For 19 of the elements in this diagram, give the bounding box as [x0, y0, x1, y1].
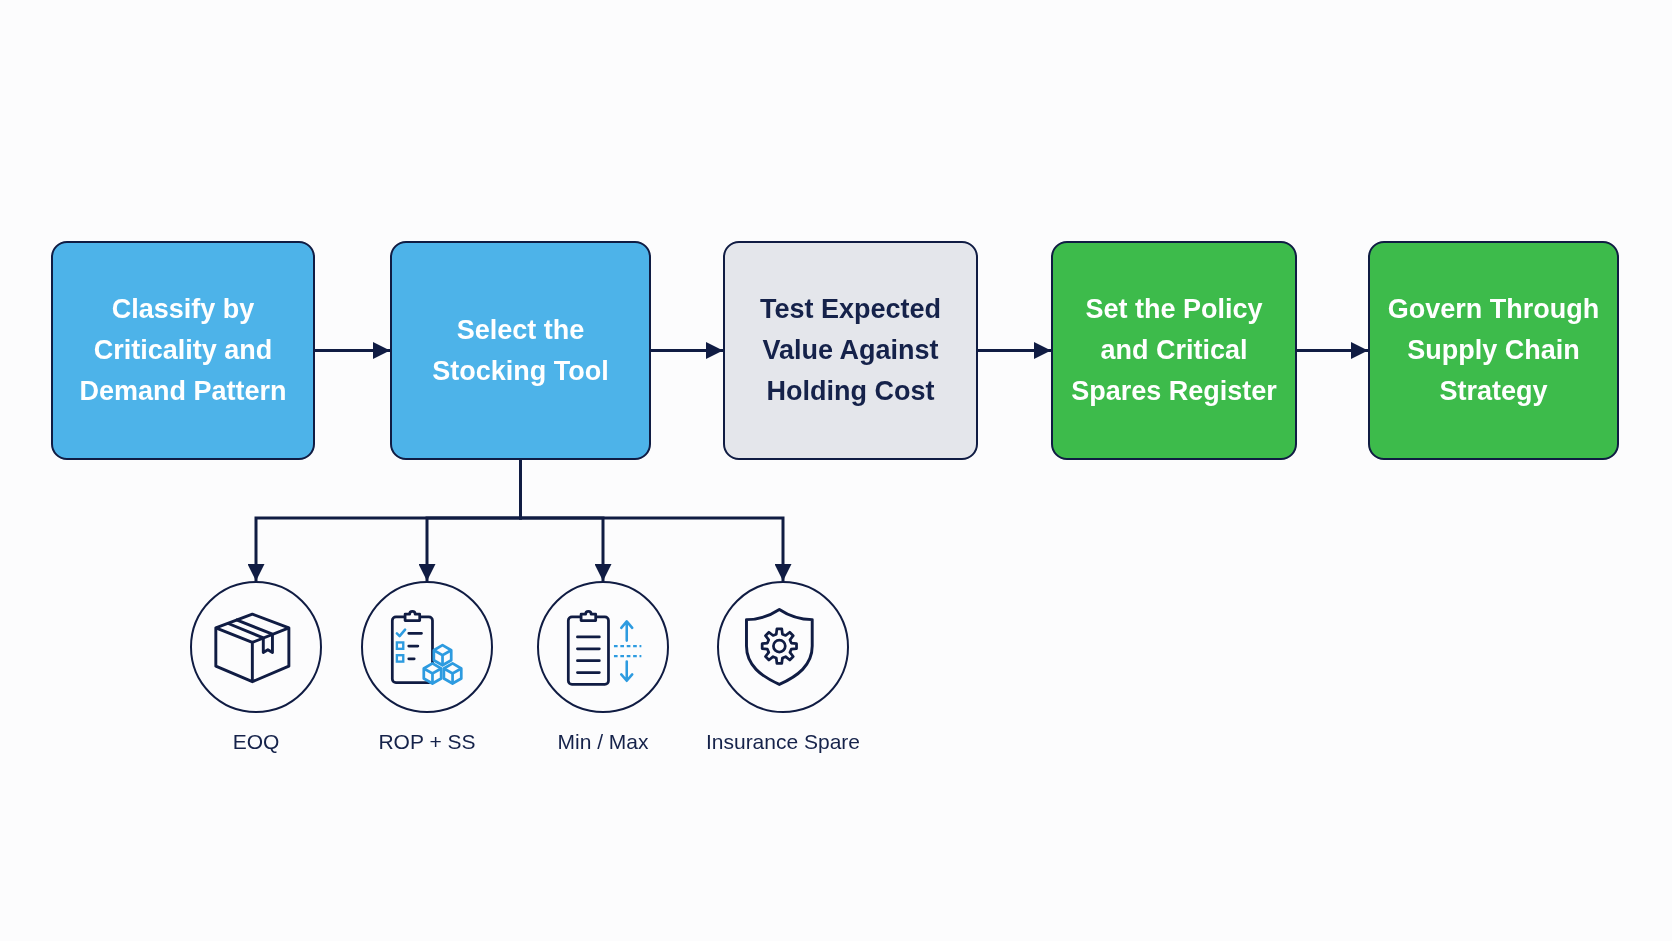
step-text: Classify by Criticality and Demand Pattern: [78, 293, 288, 408]
step-text: Test Expected Value Against Holding Cost: [758, 293, 943, 408]
tool-label: Insurance Spare: [704, 729, 862, 755]
arrow: [519, 460, 792, 581]
process-box: [390, 241, 651, 460]
step-text: Govern Through Supply Chain Strategy: [1386, 293, 1601, 408]
process-box: [1051, 241, 1297, 460]
arrow: [1297, 342, 1368, 359]
tool-label: ROP + SS: [377, 729, 477, 755]
arrow: [315, 342, 390, 359]
tool-label: Min / Max: [556, 729, 650, 755]
process-box: [1368, 241, 1619, 460]
step-text: Set the Policy and Critical Spares Register: [1070, 293, 1278, 408]
tool-label: EOQ: [231, 729, 281, 755]
process-box: [723, 241, 978, 460]
arrow: [978, 342, 1051, 359]
arrow: [651, 342, 723, 359]
step-text: Select the Stocking Tool: [431, 313, 610, 388]
process-box: [51, 241, 315, 460]
